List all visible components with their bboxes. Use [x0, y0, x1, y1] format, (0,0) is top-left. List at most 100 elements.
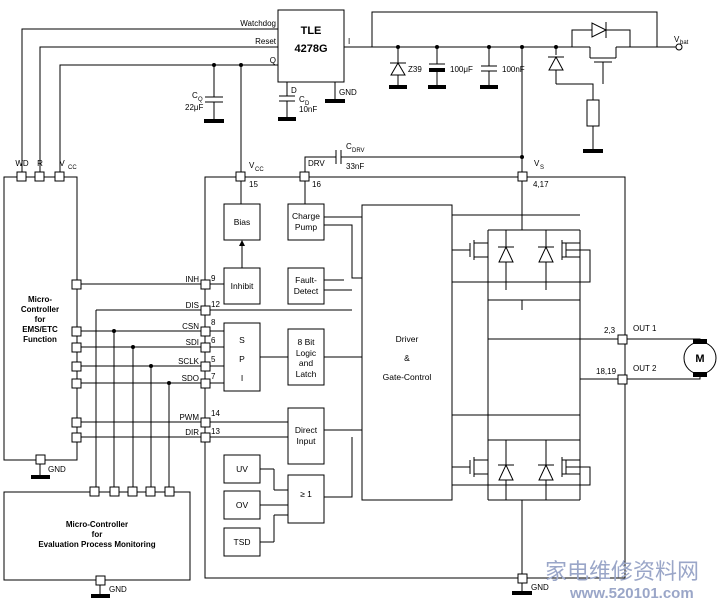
c100n-label: 100nF	[502, 65, 525, 74]
driver-gate-control-block	[361, 204, 453, 501]
z39-zener	[389, 45, 407, 89]
c100u-label: 100μF	[450, 65, 473, 74]
logic-text-3: and	[299, 358, 313, 368]
mcu1-r-label: R	[37, 159, 43, 168]
cd-capacitor	[278, 82, 296, 121]
watchdog-pin-label: Watchdog	[240, 19, 276, 28]
regulator-part: 4278G	[294, 43, 327, 55]
q-line	[59, 63, 278, 172]
logic-text-2: Logic	[296, 348, 317, 358]
c100n-capacitor	[480, 45, 498, 89]
cq-value: 22μF	[185, 103, 204, 112]
mcu1-line1: Micro-	[28, 295, 52, 304]
sig-name-sclk: SCLK	[178, 357, 200, 366]
cdrv-value: 33nF	[346, 162, 364, 171]
uv-block	[223, 454, 261, 484]
regulator-gnd	[325, 82, 345, 103]
watermark-chars: 家电维修资料网	[545, 560, 699, 585]
direct-text-1: Direct	[295, 425, 318, 435]
logic-text-4: Latch	[296, 369, 317, 379]
logic-latch-block	[287, 328, 325, 386]
vbat-label: V	[674, 35, 680, 44]
h-bridge	[452, 181, 620, 574]
vcc-sub: CC	[255, 167, 264, 173]
mcu1-vcc-label: V	[59, 159, 65, 168]
d-pin-label: D	[291, 86, 297, 95]
cdrv-sub: DRV	[352, 148, 365, 154]
mcu2-line3: Evaluation Process Monitoring	[38, 540, 155, 549]
drv-label: DRV	[308, 159, 325, 168]
bias-text: Bias	[234, 217, 251, 227]
fault-detect-block	[287, 267, 325, 305]
vs-sub: S	[540, 165, 544, 171]
motor-label: M	[695, 353, 704, 365]
charge-pump-block	[287, 203, 325, 241]
spi-i: I	[241, 373, 243, 383]
cd-value: 10nF	[299, 105, 317, 114]
uv-text: UV	[236, 464, 248, 474]
chip-gnd-label: GND	[531, 583, 549, 592]
sig-pin-inh: 9	[211, 274, 216, 283]
mcu1-gnd-label: GND	[48, 465, 66, 474]
tsd-block	[223, 527, 261, 557]
cdrv-capacitor	[304, 150, 524, 172]
mcu2-gnd-label: GND	[109, 585, 127, 594]
charge-pump-text-1: Charge	[292, 211, 320, 221]
mcu1-vcc-pin	[54, 171, 65, 182]
out1-label: OUT 1	[633, 324, 657, 333]
cq-capacitor	[204, 65, 224, 123]
sig-name-dir: DIR	[185, 428, 199, 437]
out2-pin-number: 18,19	[596, 367, 617, 376]
mcu1-r-pin	[34, 171, 45, 182]
out2-pin	[617, 374, 628, 385]
tsd-text: TSD	[234, 537, 251, 547]
mcu1-vcc-sub: CC	[68, 165, 77, 171]
reset-pin-label: Reset	[255, 37, 277, 46]
fault-text-2: Detect	[294, 286, 319, 296]
mcu1-gnd-pin	[35, 454, 46, 465]
cd-sub: D	[305, 101, 310, 107]
mcu1-signal-pins	[71, 279, 82, 443]
direct-text-2: Input	[297, 436, 317, 446]
charge-pump-text-2: Pump	[295, 222, 317, 232]
vcc-pin	[235, 171, 246, 182]
sig-pin-csn: 8	[211, 318, 216, 327]
sig-pin-dir: 13	[211, 427, 220, 436]
reverse-polarity-protection	[520, 22, 657, 160]
driver-text-3: Gate-Control	[383, 372, 432, 382]
mcu2-line1: Micro-Controller	[66, 520, 128, 529]
sig-name-dis: DIS	[186, 301, 199, 310]
vs-pin-number: 4,17	[533, 180, 549, 189]
regulator-gnd-label: GND	[339, 88, 357, 97]
sig-name-sdo: SDO	[182, 374, 199, 383]
vs-label: V	[534, 159, 540, 168]
sig-pin-sclk: 5	[211, 355, 216, 364]
ov-block	[223, 490, 261, 520]
watchdog-line	[21, 28, 278, 172]
sig-pin-dis: 12	[211, 300, 220, 309]
mcu2-line2: for	[92, 530, 103, 539]
direct-input-block	[287, 407, 325, 465]
sig-name-csn: CSN	[182, 322, 199, 331]
out1-pin-number: 2,3	[604, 326, 616, 335]
q-pin-label: Q	[270, 56, 276, 65]
mcu2-gnd-pin	[95, 575, 106, 586]
sig-name-pwm: PWM	[179, 413, 199, 422]
inhibit-text: Inhibit	[231, 281, 254, 291]
sig-name-sdi: SDI	[186, 338, 199, 347]
ov-text: OV	[236, 500, 249, 510]
regulator-name: TLE	[301, 25, 322, 37]
sig-pin-sdo: 7	[211, 372, 216, 381]
motor	[627, 338, 717, 380]
internal-wiring	[210, 181, 362, 543]
drv-pin	[299, 171, 310, 182]
mcu1-line3: for	[35, 315, 46, 324]
drv-pin-number: 16	[312, 180, 321, 189]
spi-p: P	[239, 354, 245, 364]
reset-line	[39, 46, 278, 172]
cdrv-label: C	[346, 142, 352, 151]
out2-label: OUT 2	[633, 364, 657, 373]
sig-pin-sdi: 6	[211, 336, 216, 345]
mcu1-line4: EMS/ETC	[22, 325, 58, 334]
